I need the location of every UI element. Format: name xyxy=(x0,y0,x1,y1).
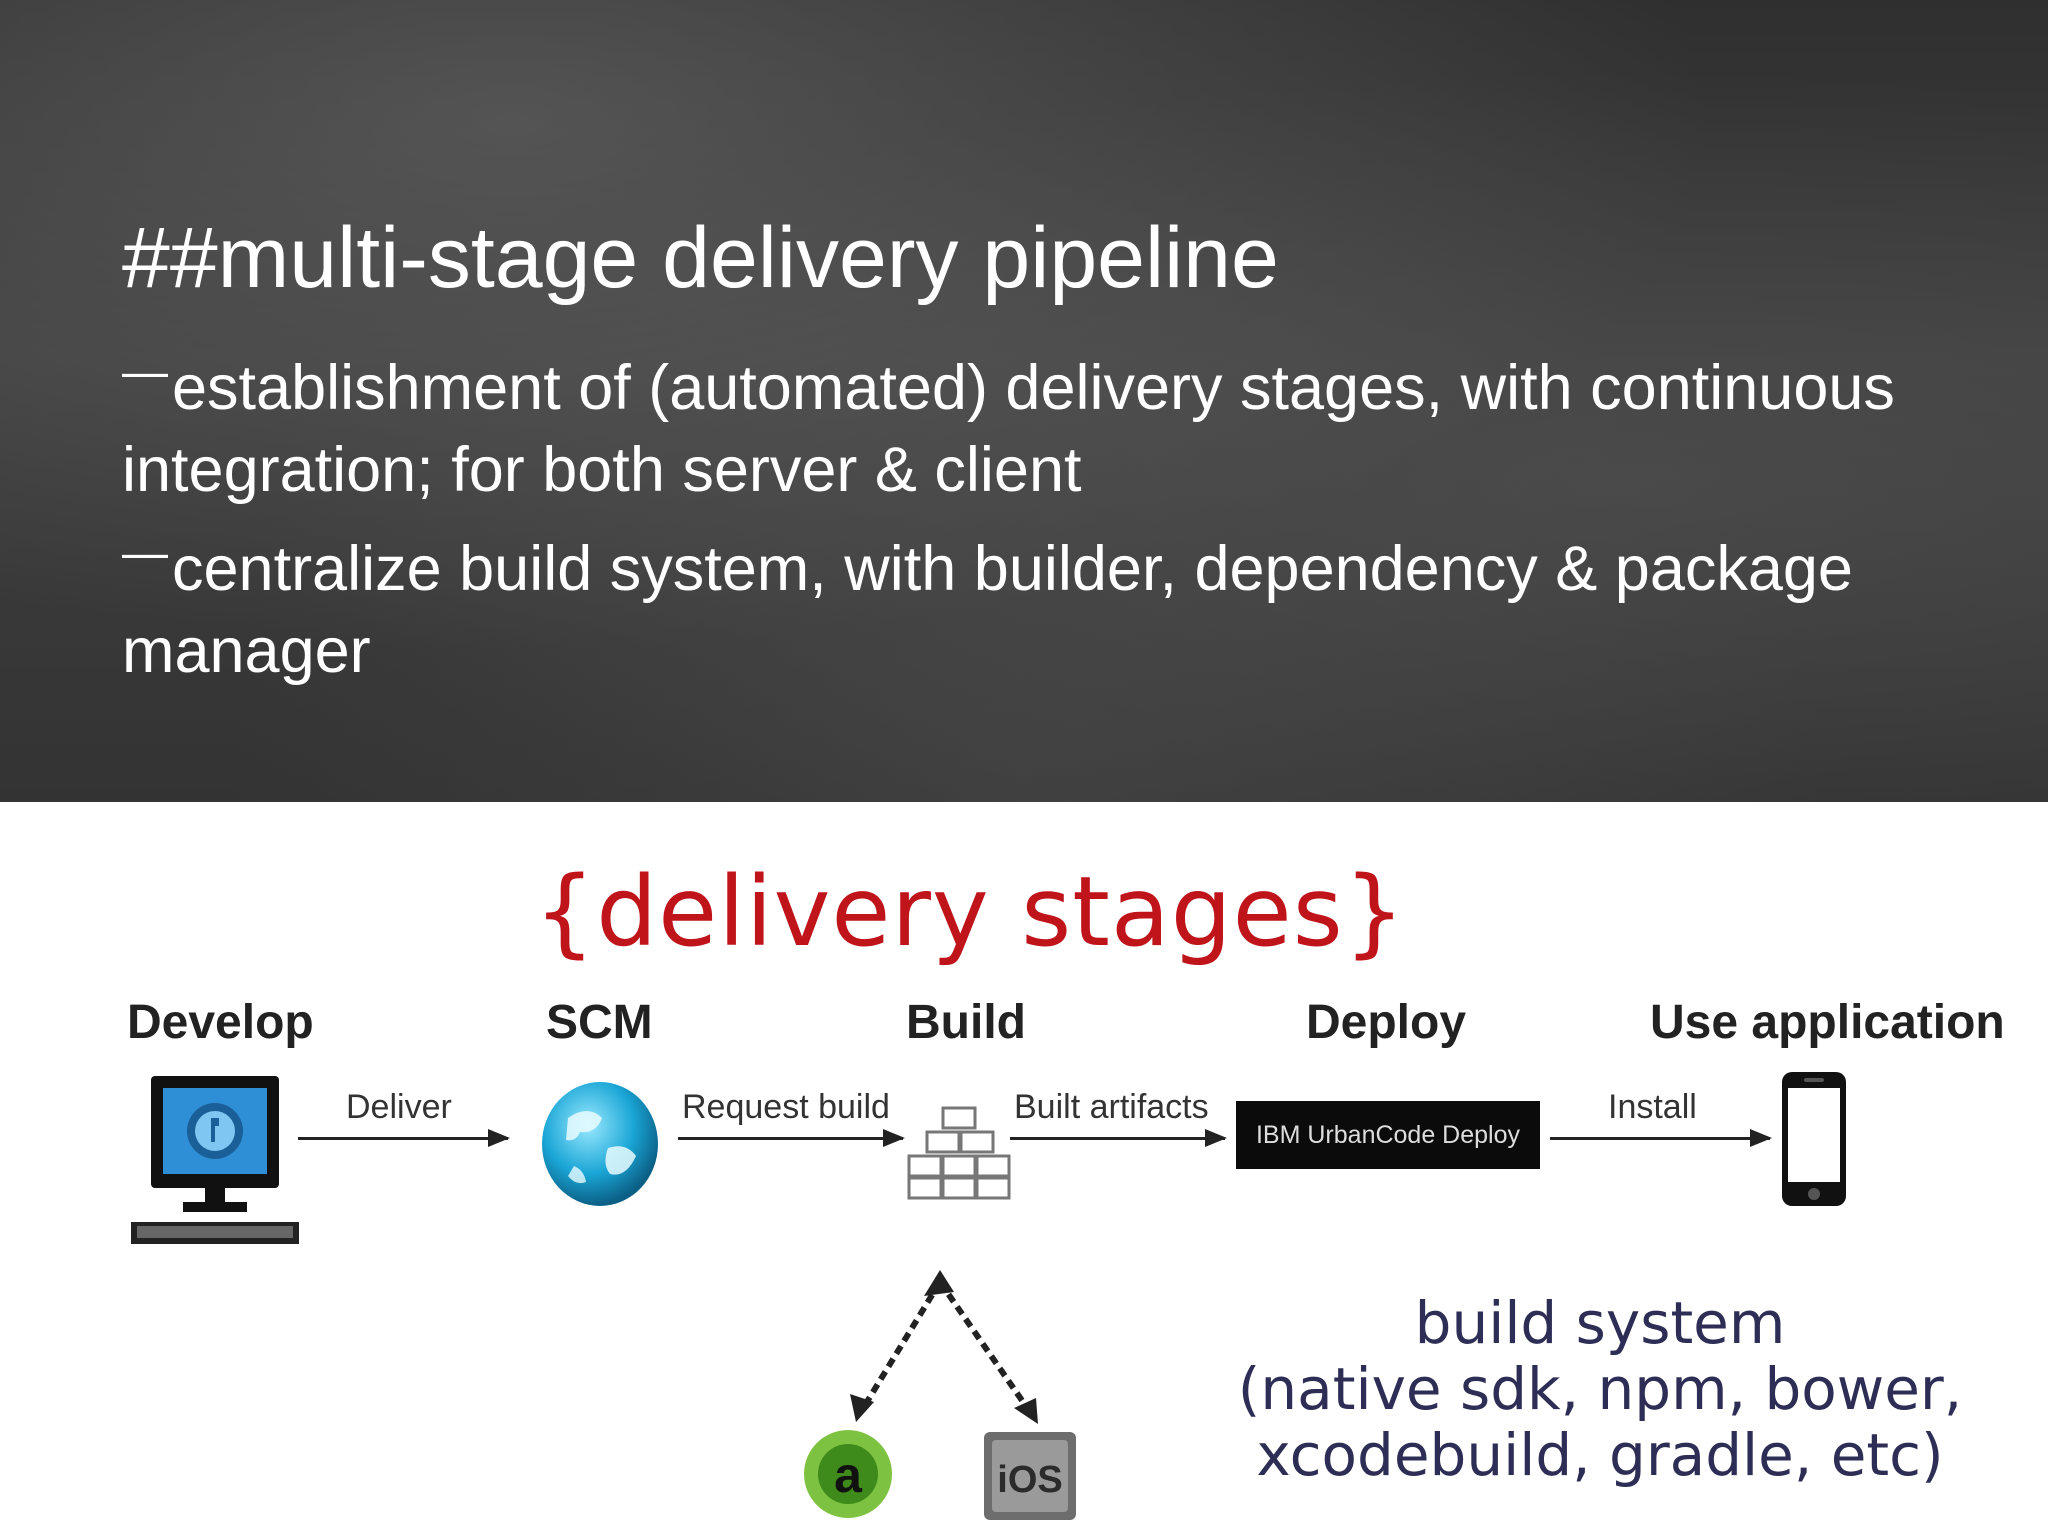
stage-label-scm: SCM xyxy=(546,996,653,1049)
arrow-scm-to-build xyxy=(678,1129,905,1147)
build-platform-connectors xyxy=(850,1270,1038,1424)
bullet-build-system: —centralize build system, with builder, … xyxy=(122,511,2012,692)
stage-label-deploy: Deploy xyxy=(1306,996,1467,1049)
arrow-develop-to-scm xyxy=(298,1129,510,1147)
android-icon: a xyxy=(804,1430,892,1518)
chalkboard-header: ##multi-stage delivery pipeline —establi… xyxy=(0,0,2048,802)
delivery-stages-diagram: {delivery stages} Develop SCM Build Depl… xyxy=(0,802,2048,1536)
stacked-blocks-icon xyxy=(907,1106,1011,1200)
bullet-delivery-stages: —establishment of (automated) delivery s… xyxy=(122,330,2012,511)
stage-label-use-application: Use application xyxy=(1650,996,2005,1049)
edge-label-built-artifacts: Built artifacts xyxy=(1014,1088,1209,1126)
edge-label-install: Install xyxy=(1608,1088,1697,1126)
bullet-text: establishment of (automated) delivery st… xyxy=(122,353,1895,505)
build-system-note: build system (native sdk, npm, bower, xc… xyxy=(1205,1290,1995,1488)
edge-label-request-build: Request build xyxy=(682,1088,890,1126)
diagram-title: {delivery stages} xyxy=(534,856,1406,968)
stage-label-develop: Develop xyxy=(127,996,314,1049)
deploy-tool-box: IBM UrbanCode Deploy xyxy=(1236,1101,1540,1169)
stage-label-build: Build xyxy=(906,996,1026,1049)
edge-label-deliver: Deliver xyxy=(346,1088,452,1126)
ios-icon: iOS xyxy=(984,1432,1076,1520)
build-system-line: build system xyxy=(1414,1289,1786,1357)
arrow-deploy-to-device xyxy=(1550,1129,1772,1147)
computer-monitor-icon xyxy=(131,1076,299,1244)
bullet-marker: — xyxy=(122,526,168,578)
ios-icon-label: iOS xyxy=(997,1459,1062,1501)
bullet-text: centralize build system, with builder, d… xyxy=(122,534,1853,686)
smartphone-icon xyxy=(1782,1072,1846,1206)
android-icon-label: a xyxy=(834,1447,863,1503)
globe-icon xyxy=(542,1082,658,1206)
slide-heading: ##multi-stage delivery pipeline xyxy=(122,210,1279,306)
bullet-marker: — xyxy=(122,345,168,397)
arrow-build-to-deploy xyxy=(1010,1129,1227,1147)
build-system-line: xcodebuild, gradle, etc) xyxy=(1256,1421,1944,1489)
build-system-line: (native sdk, npm, bower, xyxy=(1237,1355,1963,1423)
